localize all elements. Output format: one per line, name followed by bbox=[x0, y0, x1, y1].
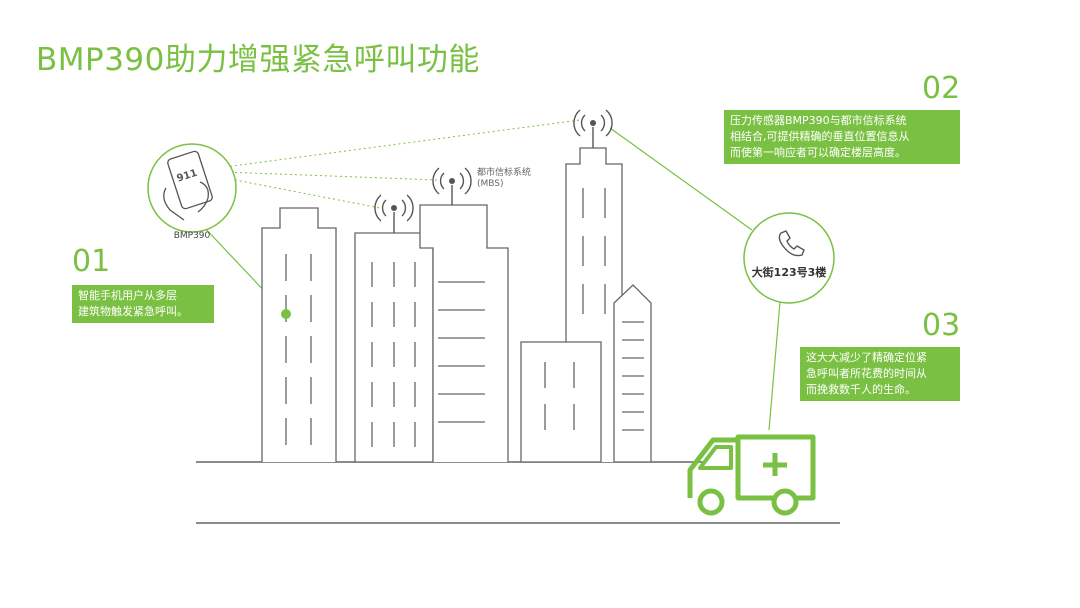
step-2-line: 相结合,可提供精确的垂直位置信息从 bbox=[730, 130, 910, 143]
phone-icon bbox=[778, 230, 805, 257]
beacon-sublabel: (MBS) bbox=[477, 179, 504, 189]
step-1-line: 建筑物触发紧急呼叫。 bbox=[78, 305, 188, 318]
antenna-icon bbox=[573, 109, 613, 148]
step-1-number: 01 bbox=[72, 244, 111, 279]
step-2-line: 压力传感器BMP390与都市信标系统 bbox=[730, 114, 907, 127]
step-3-line: 而挽救数千人的生命。 bbox=[806, 383, 916, 396]
user-location-dot bbox=[281, 309, 291, 319]
step-2-number: 02 bbox=[922, 71, 961, 106]
dispatch-address: 大街123号3楼 bbox=[752, 265, 827, 279]
buildings bbox=[261, 147, 652, 463]
step-3-box: 这大大减少了精确定位紧 急呼叫者所花费的时间从 而挽救数千人的生命。 bbox=[800, 347, 960, 401]
signal-lines bbox=[224, 119, 581, 209]
dispatch-circle: 大街123号3楼 bbox=[743, 212, 835, 304]
step-3-number: 03 bbox=[922, 308, 961, 343]
windows bbox=[285, 188, 644, 447]
step-3-line: 急呼叫者所花费的时间从 bbox=[806, 367, 927, 380]
building-3 bbox=[419, 204, 509, 462]
ground-lines bbox=[196, 461, 840, 524]
building-1 bbox=[261, 207, 337, 462]
step-2-line: 而使第一响应者可以确定楼层高度。 bbox=[730, 146, 906, 159]
building-spire bbox=[613, 284, 652, 463]
antenna-icon bbox=[374, 194, 414, 233]
step-1-line: 智能手机用户从多层 bbox=[78, 289, 177, 302]
step-1-box: 智能手机用户从多层 建筑物触发紧急呼叫。 bbox=[72, 285, 214, 323]
step-3-line: 这大大减少了精确定位紧 bbox=[806, 351, 927, 364]
ambulance-icon bbox=[687, 434, 816, 516]
page-title: BMP390助力增强紧急呼叫功能 bbox=[36, 42, 480, 78]
step-2-box: 压力传感器BMP390与都市信标系统 相结合,可提供精确的垂直位置信息从 而使第… bbox=[724, 110, 960, 164]
beacon-label: 都市信标系统 bbox=[477, 166, 531, 178]
phone-caption: BMP390 bbox=[174, 231, 211, 241]
antenna-icon bbox=[432, 167, 472, 205]
phone-hand-icon: 911 BMP390 bbox=[147, 143, 237, 241]
building-low bbox=[520, 341, 602, 463]
